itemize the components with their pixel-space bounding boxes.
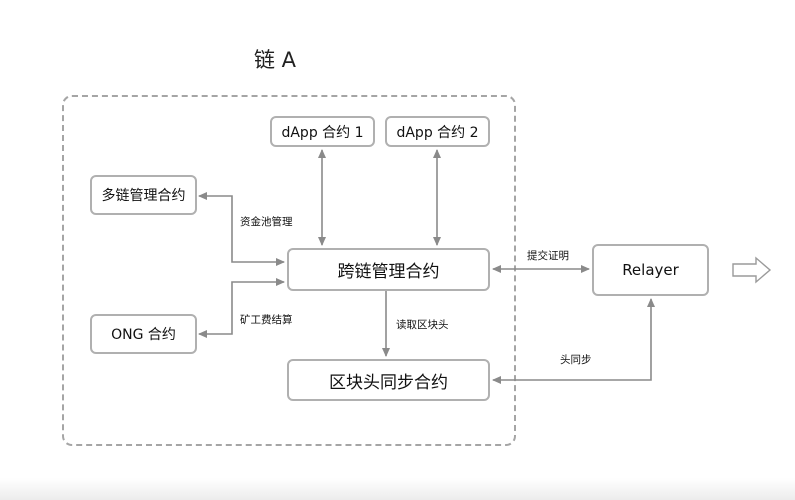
- edge-label-submit-proof: 提交证明: [527, 250, 569, 262]
- edge-multichain-crosschain: [198, 192, 285, 266]
- dapp-contract-1: dApp 合约 1: [270, 116, 375, 147]
- bottom-fade: [0, 478, 795, 500]
- edge-label-header-sync: 头同步: [560, 354, 592, 366]
- ong-contract: ONG 合约: [90, 314, 197, 354]
- edge-label-read-headers: 读取区块头: [396, 319, 449, 331]
- multichain-management-contract: 多链管理合约: [90, 175, 197, 215]
- chain-a-title: 链 A: [254, 48, 297, 72]
- crosschain-management-contract: 跨链管理合约: [287, 248, 490, 291]
- header-sync-contract: 区块头同步合约: [287, 359, 490, 401]
- edge-label-fee-settle: 矿工费结算: [240, 314, 293, 326]
- relayer-node: Relayer: [592, 244, 709, 296]
- outgoing-arrow-icon: [732, 256, 772, 284]
- dapp-contract-2: dApp 合约 2: [385, 116, 490, 147]
- edge-headersync-relayer: [492, 298, 655, 384]
- edge-ong-crosschain: [198, 278, 285, 338]
- edge-label-asset-pool: 资金池管理: [240, 216, 293, 228]
